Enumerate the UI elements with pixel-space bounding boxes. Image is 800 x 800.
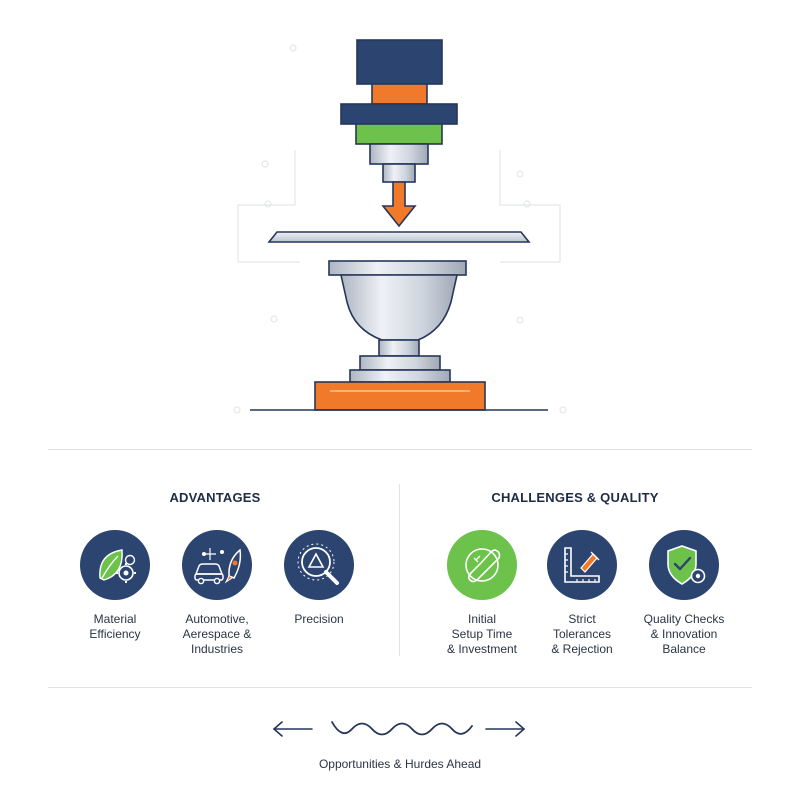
press-forming-illustration: [233, 39, 567, 414]
challenge-item-setup: Initial Setup Time & Investment: [412, 530, 552, 657]
press-die: [314, 260, 486, 411]
press-ram: [340, 39, 458, 183]
top-divider: [48, 449, 752, 450]
ruler-square-icon: [547, 530, 617, 600]
challenge-item-tolerances: Strict Tolerances & Rejection: [512, 530, 652, 657]
magnifier-target-icon: [284, 530, 354, 600]
challenge-item-quality: Quality Checks & Innovation Balance: [614, 530, 754, 657]
shield-check-gear-icon: [649, 530, 719, 600]
advantages-title: ADVANTAGES: [169, 490, 261, 505]
item-label: Quality Checks & Innovation Balance: [643, 612, 725, 656]
item-label: Precision: [294, 612, 344, 626]
footer-caption: Opportunities & Hurdes Ahead: [318, 757, 482, 771]
item-label: Initial Setup Time & Investment: [446, 612, 518, 656]
advantage-item-precision: Precision: [249, 530, 389, 627]
column-separator: [399, 484, 400, 656]
guide-lines: [233, 44, 567, 414]
item-label: Automotive, Aerespace & Industries: [182, 612, 252, 656]
car-rocket-icon: [182, 530, 252, 600]
bottom-divider: [48, 687, 752, 688]
advantage-item-industries: Automotive, Aerespace & Industries: [147, 530, 287, 657]
arrow-right-icon: [485, 721, 526, 737]
wave-icon: [331, 721, 473, 736]
advantage-item-material-efficiency: Material Efficiency: [45, 530, 185, 642]
wrench-clock-icon: [447, 530, 517, 600]
down-arrow-icon: [381, 181, 417, 228]
item-label: Strict Tolerances & Rejection: [551, 612, 613, 656]
leaf-gears-icon: [80, 530, 150, 600]
metal-sheet: [267, 231, 531, 243]
item-label: Material Efficiency: [89, 612, 141, 641]
challenges-title: CHALLENGES & QUALITY: [491, 490, 659, 505]
footer-graphic: [272, 721, 526, 737]
arrow-left-icon: [272, 721, 313, 737]
